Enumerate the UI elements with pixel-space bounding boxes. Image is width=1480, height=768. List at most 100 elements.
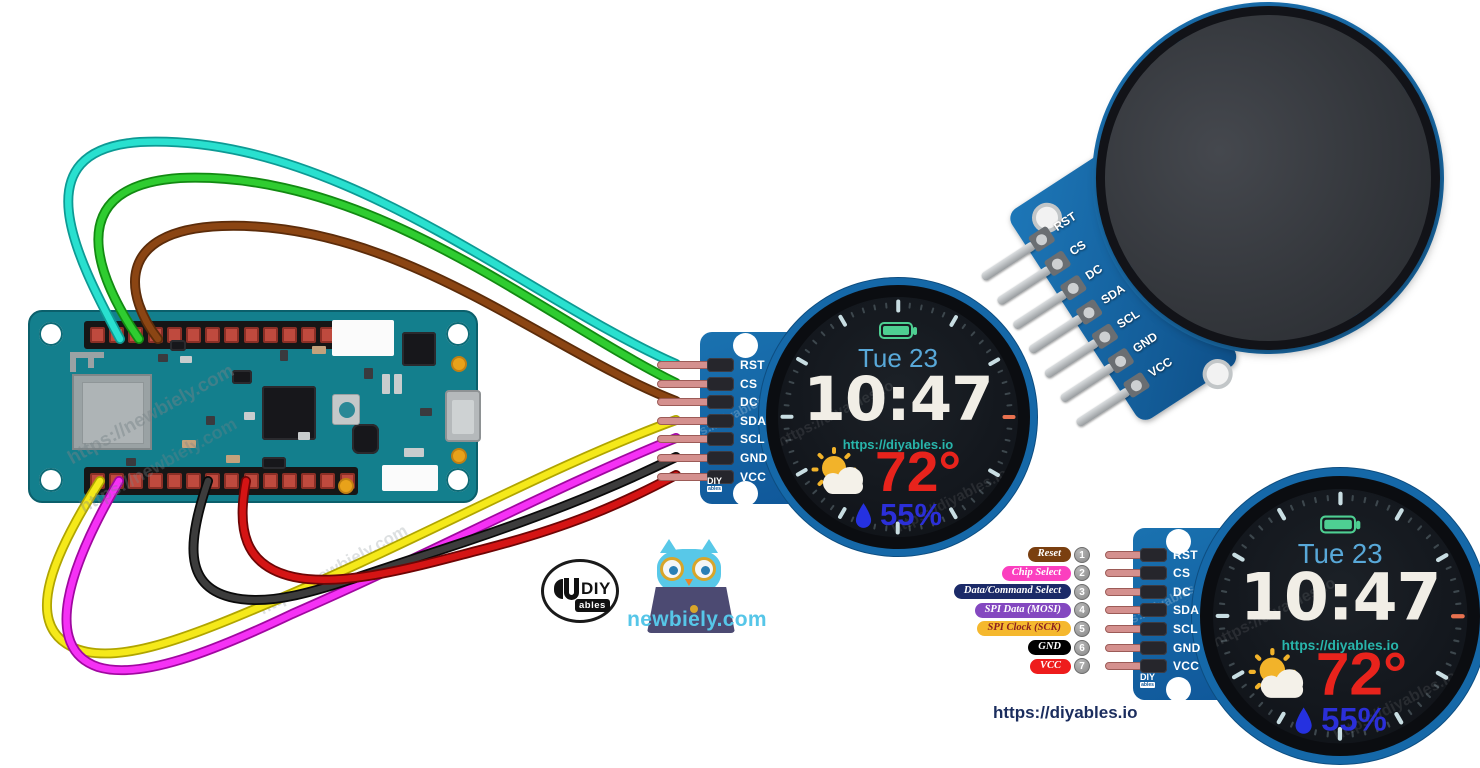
rf-shield-lid xyxy=(82,382,144,444)
tick-mark xyxy=(970,330,976,337)
watch-date: Tue 23 xyxy=(1297,537,1383,570)
tick-mark xyxy=(1276,507,1287,522)
smd xyxy=(126,458,136,466)
clock-ticks xyxy=(778,297,1018,537)
tick-mark xyxy=(1435,669,1449,681)
wire-stub xyxy=(657,472,712,481)
owl-glasses-left xyxy=(660,557,684,581)
legend-number: 6 xyxy=(1074,639,1090,656)
water-drop-icon xyxy=(1295,706,1312,734)
wire-sda-yellow xyxy=(43,416,680,657)
tick-mark xyxy=(1301,499,1306,507)
mounting-hole xyxy=(39,322,63,346)
legend-row-4: SPI Data (MOSI)4 xyxy=(974,602,1090,619)
header-pin xyxy=(224,327,240,343)
tick-mark xyxy=(1445,662,1452,667)
tick-mark xyxy=(1338,491,1343,506)
pin-pad xyxy=(1140,603,1167,618)
tick-mark xyxy=(919,304,923,311)
smd xyxy=(182,440,196,448)
header-pin xyxy=(262,327,278,343)
tick-mark xyxy=(820,330,826,337)
pin-pad xyxy=(707,469,734,484)
tick-mark xyxy=(1433,683,1440,689)
antenna-trace xyxy=(70,352,104,358)
watch-temperature: 72° xyxy=(1315,640,1408,709)
owl-glasses-right xyxy=(692,557,716,581)
smd xyxy=(158,354,168,362)
wire-scl-magenta xyxy=(63,434,680,674)
mounting-hole xyxy=(39,468,63,492)
pin-label: CS xyxy=(740,376,758,391)
usb-opening xyxy=(452,400,474,434)
wire-stub xyxy=(657,454,712,462)
wire-stub xyxy=(657,398,712,407)
header-pin xyxy=(128,473,144,489)
tick-mark xyxy=(985,480,992,486)
pin-pad xyxy=(707,358,734,372)
rf-shield xyxy=(72,374,152,450)
tick-mark xyxy=(1313,496,1318,504)
header-pin xyxy=(301,473,317,489)
wire-stub xyxy=(657,361,712,369)
wire-stub xyxy=(1105,643,1143,652)
tick-mark xyxy=(908,302,912,309)
header-pin xyxy=(205,327,221,343)
header-pin xyxy=(166,473,182,489)
pin-label: CS xyxy=(1173,566,1191,581)
wire-stub xyxy=(1105,587,1143,596)
watch-date: Tue 23 xyxy=(858,343,938,373)
smd xyxy=(244,412,255,420)
tick-mark xyxy=(1257,524,1264,532)
header-pin xyxy=(186,473,201,489)
tick-mark xyxy=(792,460,799,465)
small-ic xyxy=(170,340,186,351)
watch-url: https://diyables.io xyxy=(842,437,954,452)
battery-icon xyxy=(1320,515,1361,534)
wire-vcc-red xyxy=(239,471,680,584)
legend-pill: Chip Select xyxy=(1001,565,1071,581)
watch-face: https://diyables.io https://diyables.io … xyxy=(778,297,1018,537)
header-pin xyxy=(224,473,240,489)
tick-mark xyxy=(829,323,835,330)
tick-mark xyxy=(804,480,811,486)
watch-humidity-row: 55% xyxy=(1213,701,1467,739)
legend-pill: SPI Clock (SCK) xyxy=(977,621,1071,637)
tick-mark xyxy=(1386,504,1391,512)
tick-mark xyxy=(1416,524,1423,532)
watch-time: 10:47 xyxy=(1239,560,1442,636)
pin-pad xyxy=(707,395,734,410)
tick-mark xyxy=(1407,516,1413,524)
wire-stub xyxy=(1105,624,1143,633)
wire-stub xyxy=(1105,569,1143,578)
diyables-logo-glyph xyxy=(554,579,563,599)
pin-pad xyxy=(707,432,734,447)
legend-row-5: SPI Clock (SCK)5 xyxy=(977,620,1090,637)
smd xyxy=(364,368,373,379)
power-ic xyxy=(352,424,379,454)
tick-mark xyxy=(930,307,935,314)
mounting-hole xyxy=(446,468,470,492)
wire-stub xyxy=(1105,662,1143,671)
gold-pad xyxy=(451,448,467,464)
wire-stub xyxy=(657,435,712,444)
tick-mark xyxy=(850,311,855,318)
reset-button-cap xyxy=(339,402,355,418)
legend-number: 2 xyxy=(1074,565,1090,582)
crypto-chip xyxy=(402,332,436,366)
legend-number: 4 xyxy=(1074,602,1090,619)
wire-dc-brown xyxy=(131,222,680,405)
smd xyxy=(404,448,424,457)
pin-label: VCC xyxy=(1173,659,1200,674)
tick-mark xyxy=(1228,662,1236,667)
legend-number: 3 xyxy=(1074,583,1090,600)
watch-face: https://diyables.io https://diyables.io … xyxy=(1213,489,1468,744)
mounting-hole xyxy=(1166,529,1191,554)
footer-url: https://diyables.io xyxy=(993,703,1138,722)
smd xyxy=(226,455,240,463)
